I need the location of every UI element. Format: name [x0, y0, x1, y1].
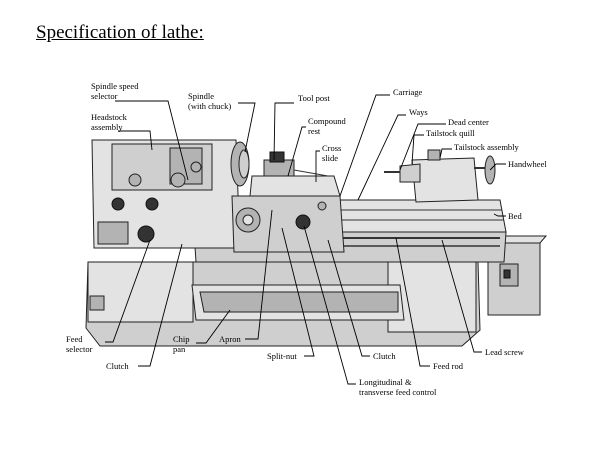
label-carriage: Carriage: [393, 87, 422, 97]
label-clutch-left: Clutch: [106, 361, 129, 371]
label-dead-center: Dead center: [448, 117, 489, 127]
label-split-nut: Split-nut: [267, 351, 297, 361]
label-feed-selector: Feed selector: [66, 334, 93, 354]
label-lead-screw: Lead screw: [485, 347, 525, 357]
label-clutch-right: Clutch: [373, 351, 396, 361]
leader-lines: [105, 94, 506, 385]
label-longitudinal-transverse-feed-control: Longitudinal & transverse feed control: [359, 377, 437, 397]
label-feed-rod: Feed rod: [433, 361, 464, 371]
label-compound-rest: Compound rest: [308, 116, 348, 136]
left-pedestal: [87, 261, 194, 323]
label-tailstock-assembly: Tailstock assembly: [454, 142, 520, 152]
label-apron: Apron: [219, 334, 241, 344]
headstock: [91, 139, 241, 249]
lathe-illustration: [85, 139, 548, 347]
tailstock: [384, 149, 496, 203]
part-labels: Spindle speed selector Headstock assembl…: [66, 81, 547, 397]
label-handwheel: Handwheel: [508, 159, 547, 169]
label-headstock-assembly: Headstock assembly: [91, 112, 129, 132]
label-bed: Bed: [508, 211, 522, 221]
label-spindle-with-chuck: Spindle (with chuck): [188, 91, 231, 111]
label-cross-slide: Cross slide: [322, 143, 344, 163]
label-tool-post: Tool post: [298, 93, 330, 103]
chip-pan-shape: [191, 284, 405, 321]
chuck: [230, 141, 250, 187]
label-tailstock-quill: Tailstock quill: [426, 128, 475, 138]
page-title: Specification of lathe:: [36, 22, 204, 43]
carriage-assembly: [231, 151, 345, 253]
label-spindle-speed-selector: Spindle speed selector: [91, 81, 141, 101]
label-chip-pan: Chip pan: [173, 334, 192, 354]
label-ways: Ways: [409, 107, 428, 117]
